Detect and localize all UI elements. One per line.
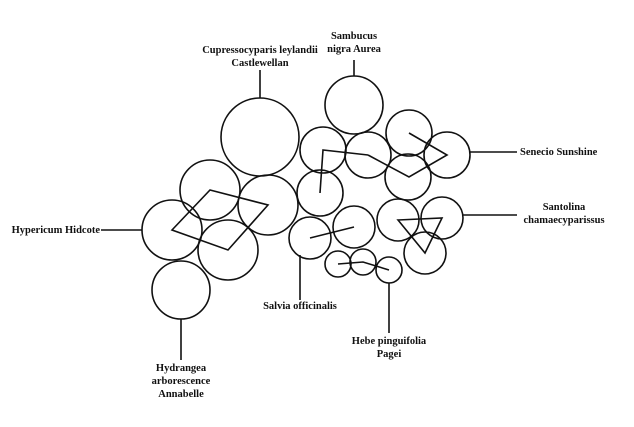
senecio-circle-1 bbox=[385, 109, 433, 157]
santolina-species: chamaecyparissus bbox=[523, 215, 605, 226]
santolina-group-link bbox=[396, 217, 444, 255]
hydrangea-cultivar: Annabelle bbox=[158, 389, 204, 400]
santolina-circle-1 bbox=[376, 198, 420, 242]
hypericum-circle-2 bbox=[237, 174, 299, 236]
cupressocyparis-circle bbox=[220, 97, 300, 177]
senecio-name: Senecio Sunshine bbox=[520, 147, 598, 158]
label-hydrangea: Hydrangea arborescence Annabelle bbox=[131, 362, 231, 401]
hebe-circle-1 bbox=[324, 250, 352, 278]
label-hypericum: Hypericum Hidcote bbox=[4, 224, 100, 237]
hydrangea-name: Hydrangea bbox=[155, 363, 207, 374]
hebe-group-link bbox=[337, 261, 390, 271]
cupressocyparis-name: Cupressocyparis leylandii bbox=[202, 45, 318, 56]
salvia-name: Salvia officinalis bbox=[263, 301, 337, 312]
hypericum-name: Hypericum Hidcote bbox=[11, 225, 100, 236]
senecio-circle-3 bbox=[384, 153, 432, 201]
label-hebe: Hebe pinguifolia Pagei bbox=[339, 335, 439, 361]
hypericum-group-link bbox=[170, 189, 270, 251]
label-senecio: Senecio Sunshine bbox=[520, 146, 597, 159]
middle-group-link bbox=[319, 149, 369, 194]
sambucus-circle bbox=[324, 75, 384, 135]
santolina-name: Santolina bbox=[542, 202, 586, 213]
senecio-group-link bbox=[367, 132, 449, 178]
label-sambucus: Sambucus nigra Aurea bbox=[314, 30, 394, 56]
middle-circle-3 bbox=[296, 169, 344, 217]
hydrangea-species: arborescence bbox=[151, 376, 211, 387]
sambucus-cultivar: nigra Aurea bbox=[327, 44, 381, 55]
hebe-circle-2 bbox=[349, 248, 377, 276]
hebe-cultivar: Pagei bbox=[376, 349, 402, 360]
middle-circle-2 bbox=[344, 131, 392, 179]
salvia-circle-1 bbox=[288, 216, 332, 260]
hydrangea-circle bbox=[151, 260, 211, 320]
santolina-circle-2 bbox=[420, 196, 464, 240]
senecio-circle-2 bbox=[423, 131, 471, 179]
salvia-group-link bbox=[309, 226, 355, 239]
cupressocyparis-cultivar: Castlewellan bbox=[231, 58, 289, 69]
label-cupressocyparis: Cupressocyparis leylandii Castlewellan bbox=[170, 44, 350, 70]
salvia-circle-2 bbox=[332, 205, 376, 249]
hypericum-circle-4 bbox=[197, 219, 259, 281]
sambucus-name: Sambucus bbox=[330, 31, 378, 42]
label-santolina: Santolina chamaecyparissus bbox=[512, 201, 616, 227]
santolina-circle-3 bbox=[403, 231, 447, 275]
hebe-name: Hebe pinguifolia bbox=[351, 336, 427, 347]
label-salvia: Salvia officinalis bbox=[250, 300, 350, 313]
hypericum-circle-1 bbox=[179, 159, 241, 221]
